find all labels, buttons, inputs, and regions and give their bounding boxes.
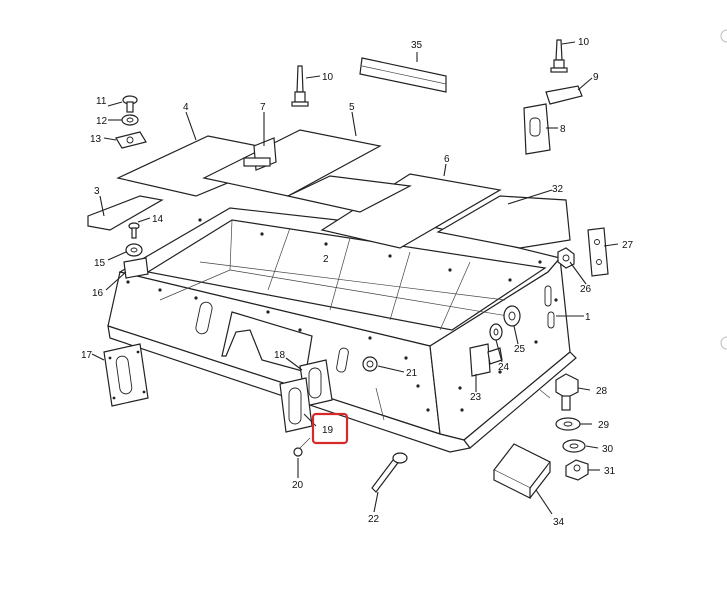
screw-20 [293, 437, 311, 457]
slot-plate-19 [279, 377, 313, 433]
callout-16: 16 [92, 288, 104, 299]
floor-panel-6 [286, 173, 502, 249]
side-strip-3 [87, 195, 164, 231]
plate-27 [587, 227, 609, 277]
slot-plate-17 [103, 343, 149, 407]
callout-4: 4 [183, 102, 189, 113]
callout-29: 29 [598, 420, 610, 431]
washer-24 [489, 323, 503, 341]
bracket-7 [243, 137, 277, 171]
callout-5: 5 [349, 102, 355, 113]
callout-18: 18 [274, 350, 286, 361]
callout-2: 2 [323, 254, 329, 265]
screw-11 [122, 95, 138, 113]
callout-32: 32 [552, 184, 564, 195]
washer-12 [121, 114, 139, 126]
latch-8 [523, 103, 551, 155]
rivet-10-right [550, 39, 568, 73]
callout-34: 34 [553, 517, 565, 528]
screw-14 [128, 222, 140, 239]
callout-labels: 1 2 3 4 5 6 7 8 9 10 10 11 12 13 14 15 1… [81, 37, 634, 528]
callout-3: 3 [94, 186, 100, 197]
nut-plate-13 [115, 131, 147, 149]
callout-17: 17 [81, 350, 93, 361]
rivet-22 [371, 452, 408, 493]
callout-13: 13 [90, 134, 102, 145]
body-frame [107, 207, 577, 453]
clip-9 [545, 85, 583, 105]
callout-19-highlight [311, 412, 349, 445]
callout-35: 35 [411, 40, 423, 51]
bolt-28 [555, 373, 579, 411]
bracket-16 [123, 257, 149, 279]
angle-bracket-35 [359, 57, 447, 93]
callout-20: 20 [292, 480, 304, 491]
callout-10-left: 10 [322, 72, 334, 83]
binder-hole-marks [720, 29, 727, 350]
nut-26 [557, 247, 575, 269]
washer-30 [562, 439, 586, 453]
callout-21: 21 [406, 368, 418, 379]
callout-22: 22 [368, 514, 380, 525]
bolt-23 [469, 343, 503, 377]
eye-21 [362, 356, 378, 372]
leader-lines [91, 41, 619, 515]
callout-8: 8 [560, 124, 566, 135]
nut-31 [565, 459, 589, 481]
callout-14: 14 [152, 214, 164, 225]
callout-23: 23 [470, 392, 482, 403]
callout-6: 6 [444, 154, 450, 165]
callout-9: 9 [593, 72, 599, 83]
washer-25 [503, 305, 521, 327]
callout-11: 11 [96, 96, 107, 107]
callout-27: 27 [622, 240, 634, 251]
callout-26: 26 [580, 284, 592, 295]
callout-19: 19 [322, 425, 334, 436]
floor-panel-32 [436, 195, 571, 249]
washer-29 [555, 417, 581, 431]
callout-24: 24 [498, 362, 510, 373]
callout-7: 7 [260, 102, 266, 113]
callout-10-right: 10 [578, 37, 590, 48]
channel-34 [493, 443, 551, 499]
callout-25: 25 [514, 344, 526, 355]
callout-1: 1 [585, 312, 591, 323]
washer-15 [125, 243, 143, 257]
rivet-10-left [291, 65, 309, 107]
callout-28: 28 [596, 386, 608, 397]
callout-31: 31 [604, 466, 616, 477]
callout-15: 15 [94, 258, 106, 269]
callout-30: 30 [602, 444, 614, 455]
callout-12: 12 [96, 116, 108, 127]
